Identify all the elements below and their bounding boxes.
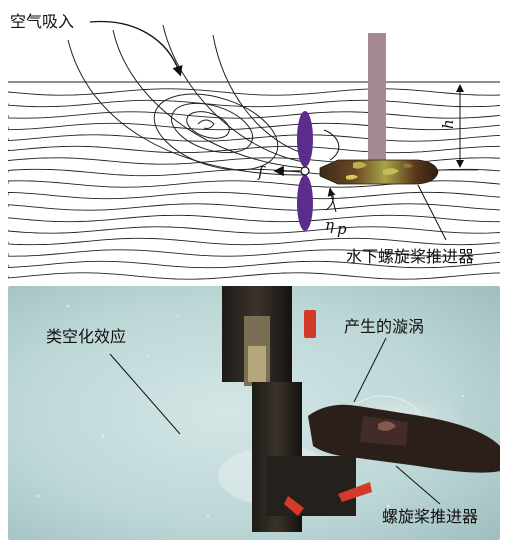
experiment-photo: 类空化效应 产生的漩涡 螺旋桨推进器 <box>8 286 500 540</box>
efficiency-pointer <box>327 188 337 213</box>
rotation-arc <box>323 129 340 161</box>
wave-lines <box>8 88 500 280</box>
thruster-label-pointer <box>417 184 447 241</box>
wave-line <box>8 122 500 131</box>
schematic-svg: 空气吸入 f <box>8 12 500 280</box>
photo-svg: 类空化效应 产生的漩涡 螺旋桨推进器 <box>8 286 500 540</box>
efficiency-subscript: p <box>337 220 347 238</box>
thruster-photo-pointer <box>395 465 441 505</box>
cavitation-label: 类空化效应 <box>46 327 126 346</box>
propeller-blade-bottom <box>297 175 313 231</box>
air-intake-streamlines <box>67 24 309 176</box>
wave-line <box>8 237 500 246</box>
thruster-photo-label: 螺旋桨推进器 <box>382 507 478 526</box>
thruster-rig <box>222 286 356 532</box>
air-intake-arrow <box>89 20 183 77</box>
wave-line <box>8 191 500 200</box>
wave-line <box>8 111 500 119</box>
wave-line <box>8 99 500 108</box>
air-intake-label: 空气吸入 <box>10 12 74 31</box>
propeller-photo <box>284 482 372 516</box>
vortex-ellipses <box>153 93 279 171</box>
schematic-diagram: 空气吸入 f <box>8 0 500 286</box>
wave-line <box>8 214 500 223</box>
water-speckles <box>36 304 465 518</box>
thruster-motor <box>308 404 500 473</box>
propeller-blade-top <box>297 111 313 167</box>
propeller-hub <box>300 166 310 176</box>
thruster-body <box>319 159 439 185</box>
wave-line <box>8 203 500 211</box>
efficiency-symbol: η <box>325 216 334 234</box>
depth-symbol: h <box>439 119 457 129</box>
wave-line <box>8 272 500 280</box>
wave-line <box>8 249 500 257</box>
cavitation-pointer <box>109 353 181 435</box>
thruster-mast <box>368 33 386 166</box>
propeller <box>297 111 313 231</box>
thruster-label: 水下螺旋桨推进器 <box>346 247 474 266</box>
vortex-pointer <box>353 337 387 403</box>
wave-line <box>8 226 500 234</box>
force-symbol: f <box>257 163 266 181</box>
wave-line <box>8 134 500 142</box>
vortex-label: 产生的漩涡 <box>344 317 424 336</box>
wave-line <box>8 260 500 269</box>
wave-line <box>8 145 500 154</box>
wave-line <box>8 88 500 96</box>
